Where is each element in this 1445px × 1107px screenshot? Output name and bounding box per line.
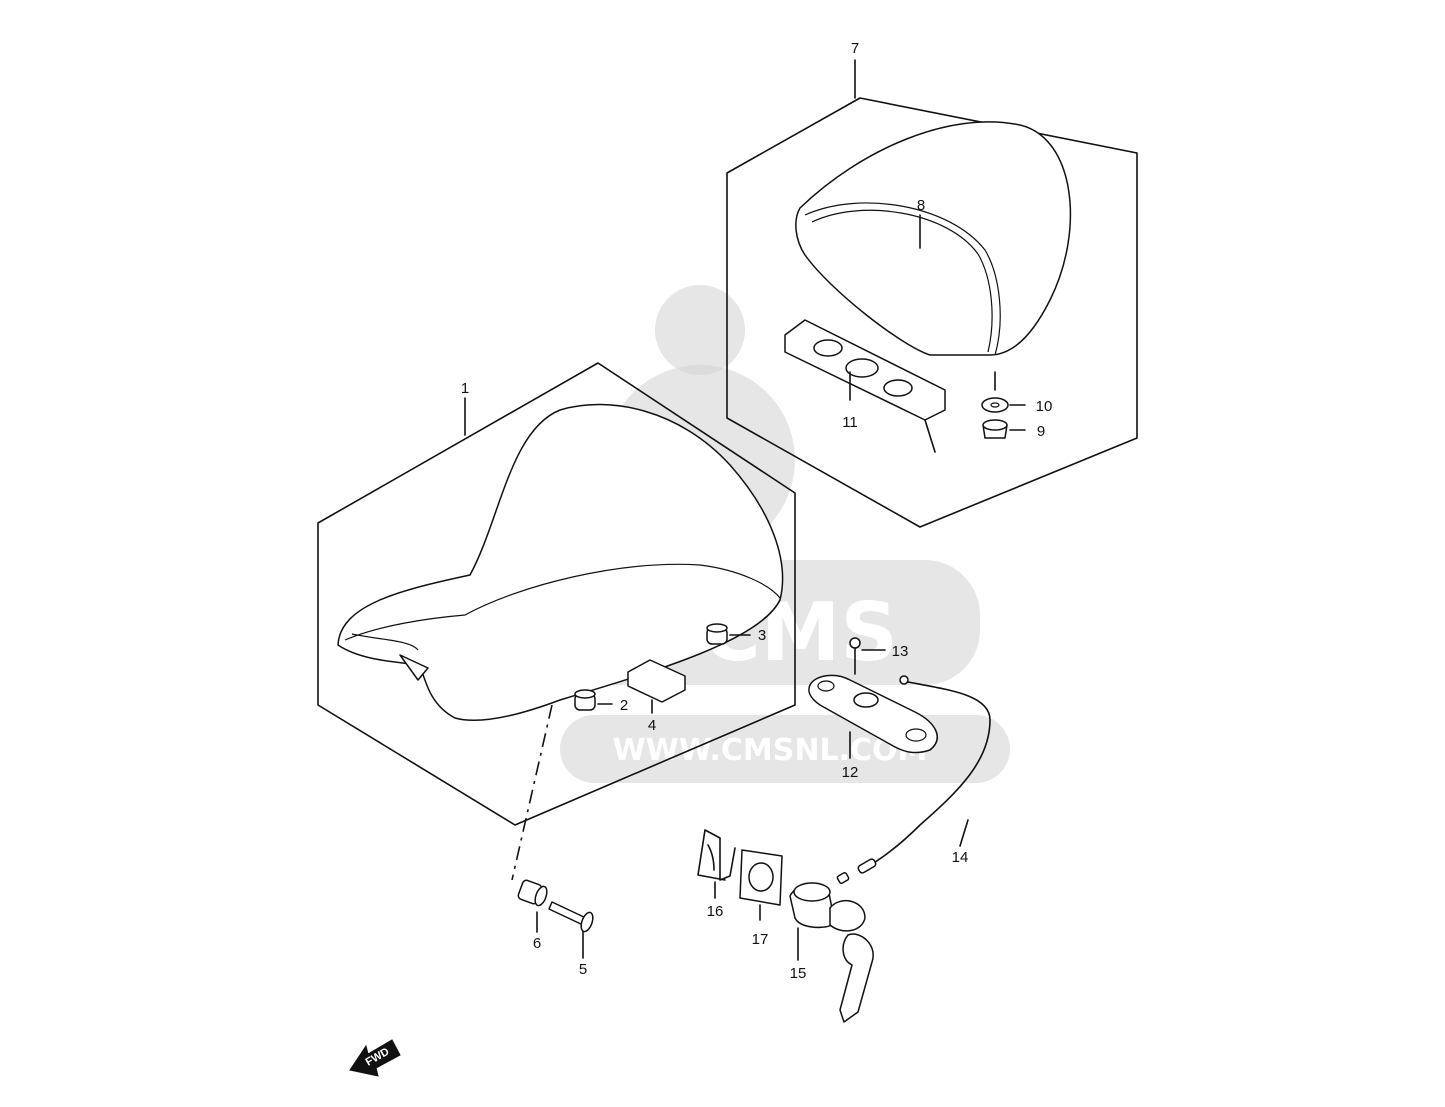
lock-cable-14 — [861, 681, 991, 871]
bolt-5-shank — [548, 901, 587, 926]
rear-seat-assembly — [726, 59, 1138, 528]
key-1-head — [829, 899, 866, 932]
front-seat-tab — [399, 654, 429, 681]
rear-seat-edge — [804, 202, 1001, 356]
bracket-hole-1 — [813, 339, 843, 357]
cable-sleeve — [857, 858, 877, 874]
rear-seat-edge-inner — [811, 209, 993, 353]
collar-6-face — [534, 885, 548, 907]
holder-16 — [697, 829, 736, 881]
callout-6: 6 — [533, 935, 541, 952]
front-seat-tip — [351, 633, 419, 651]
callout-12: 12 — [842, 764, 859, 781]
fasteners — [517, 879, 594, 959]
watermark-mascot-hair-icon — [655, 285, 745, 375]
pad-4 — [627, 659, 686, 703]
damper-3-top — [706, 623, 728, 633]
gasket-17-hole — [748, 862, 774, 892]
leader-14 — [959, 819, 969, 847]
callout-17: 17 — [752, 931, 769, 948]
screw-13-head — [849, 637, 861, 649]
front-seat-cushion — [337, 403, 784, 721]
callout-15: 15 — [790, 965, 807, 982]
nut-top — [982, 419, 1008, 431]
cable-end-fitting — [899, 675, 909, 685]
callout-4: 4 — [648, 717, 656, 734]
callout-9: 9 — [1037, 423, 1045, 440]
callout-1: 1 — [461, 380, 469, 397]
lock-plate-hole-2 — [853, 692, 879, 708]
washer — [981, 397, 1009, 413]
washer-hole — [990, 402, 1000, 408]
front-seat-boundary — [317, 362, 796, 826]
fwd-arrow-shape — [349, 1039, 401, 1077]
damper-2-top — [574, 689, 596, 699]
key-2 — [839, 933, 874, 1023]
callout-labels: 1 2 3 4 5 6 7 8 9 10 11 12 13 14 15 16 1… — [461, 40, 1053, 982]
callout-3: 3 — [758, 627, 766, 644]
bolt-5-head — [580, 911, 594, 933]
holder-16-clip — [707, 844, 715, 871]
lock-plate-12 — [808, 674, 938, 754]
callout-7: 7 — [851, 40, 859, 57]
callout-5: 5 — [579, 961, 587, 978]
callout-14: 14 — [952, 849, 969, 866]
callout-8: 8 — [917, 197, 925, 214]
watermark-url: WWW.CMSNL.COM — [613, 733, 928, 768]
callout-16: 16 — [707, 903, 724, 920]
rear-seat-cushion — [795, 121, 1072, 356]
callout-2: 2 — [620, 697, 628, 714]
rear-seat-boundary — [726, 97, 1138, 528]
front-seat-contour — [344, 563, 781, 641]
lock-plate-hole-3 — [905, 728, 927, 742]
front-seat-assembly — [317, 362, 796, 881]
bracket-hole-3 — [883, 379, 913, 397]
seat-lock-assembly — [697, 637, 991, 1023]
callout-10: 10 — [1036, 398, 1053, 415]
callout-13: 13 — [892, 643, 909, 660]
mount-dash-line — [511, 704, 553, 881]
callout-11: 11 — [842, 414, 858, 431]
bracket-hook — [924, 419, 936, 453]
bracket-hole-2 — [845, 358, 879, 378]
lock-plate-hole-1 — [817, 680, 835, 692]
lock-cylinder-face — [793, 882, 831, 902]
cable-lower-end — [836, 872, 850, 884]
fwd-arrow-icon: FWD — [349, 1039, 401, 1077]
